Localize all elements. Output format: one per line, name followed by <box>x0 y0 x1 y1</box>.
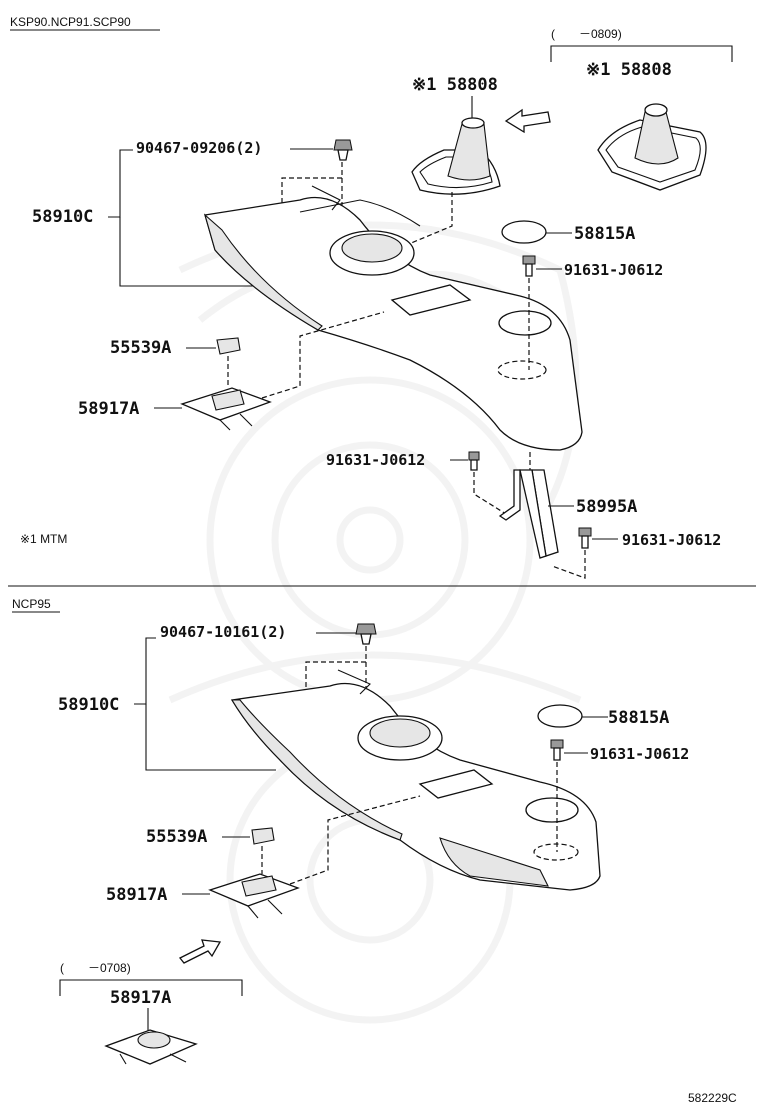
model-label-top: KSP90.NCP91.SCP90 <box>10 15 131 29</box>
panel-variant-part <box>104 1029 198 1065</box>
clip-part-bottom <box>251 827 275 845</box>
model-label-bottom: NCP95 <box>12 597 51 611</box>
variant-range-bottom: ( －0708) <box>60 961 131 975</box>
clip-part-top <box>216 337 241 355</box>
callout-bolt-top: 90467-09206(2) <box>136 139 262 157</box>
callout-panel-bottom: 58917A <box>106 885 167 905</box>
variant-range-top: ( －0809) <box>551 27 622 41</box>
variant-arrow-icon <box>504 108 551 134</box>
callout-console-bottom: 58910C <box>58 695 119 715</box>
console-box-part-bottom <box>230 669 601 891</box>
screw-icon-bottom <box>550 739 564 761</box>
shift-boot-variant-part <box>597 103 707 191</box>
panel-part-bottom <box>208 873 300 919</box>
callout-shift-boot-mtm: ※1 58808 <box>412 75 498 95</box>
screw-icon-top-1 <box>522 255 536 277</box>
callout-console-top: 58910C <box>32 207 93 227</box>
bracket-part-top <box>498 469 559 559</box>
callout-cap-bottom: 58815A <box>608 708 669 728</box>
callout-bracket-top: 58995A <box>576 497 637 517</box>
callout-clip-bottom: 55539A <box>146 827 207 847</box>
callout-screw-top-3: 91631-J0612 <box>622 531 721 549</box>
footnote-mtm: ※1 MTM <box>20 532 67 546</box>
callout-shift-boot-variant: ※1 58808 <box>586 60 672 80</box>
callout-cap-top: 58815A <box>574 224 635 244</box>
shift-boot-mtm-part <box>411 117 501 195</box>
panel-part-top <box>180 387 272 431</box>
screw-icon-top-3 <box>578 527 592 549</box>
bolt-fastener-icon <box>333 139 353 161</box>
callout-panel-top: 58917A <box>78 399 139 419</box>
cap-part-top <box>501 220 547 244</box>
cap-part-bottom <box>537 704 583 728</box>
callout-panel-variant: 58917A <box>110 988 171 1008</box>
variant-arrow-icon-bottom <box>178 939 222 964</box>
callout-screw-top-1: 91631-J0612 <box>564 261 663 279</box>
diagram-id: 582229C <box>688 1091 737 1105</box>
callout-screw-bottom: 91631-J0612 <box>590 745 689 763</box>
callout-bolt-bottom: 90467-10161(2) <box>160 623 286 641</box>
bolt-fastener-icon-bottom <box>355 623 377 645</box>
console-box-part-top <box>203 185 583 451</box>
callout-screw-top-2: 91631-J0612 <box>326 451 425 469</box>
screw-icon-top-2 <box>468 451 480 471</box>
callout-clip-top: 55539A <box>110 338 171 358</box>
